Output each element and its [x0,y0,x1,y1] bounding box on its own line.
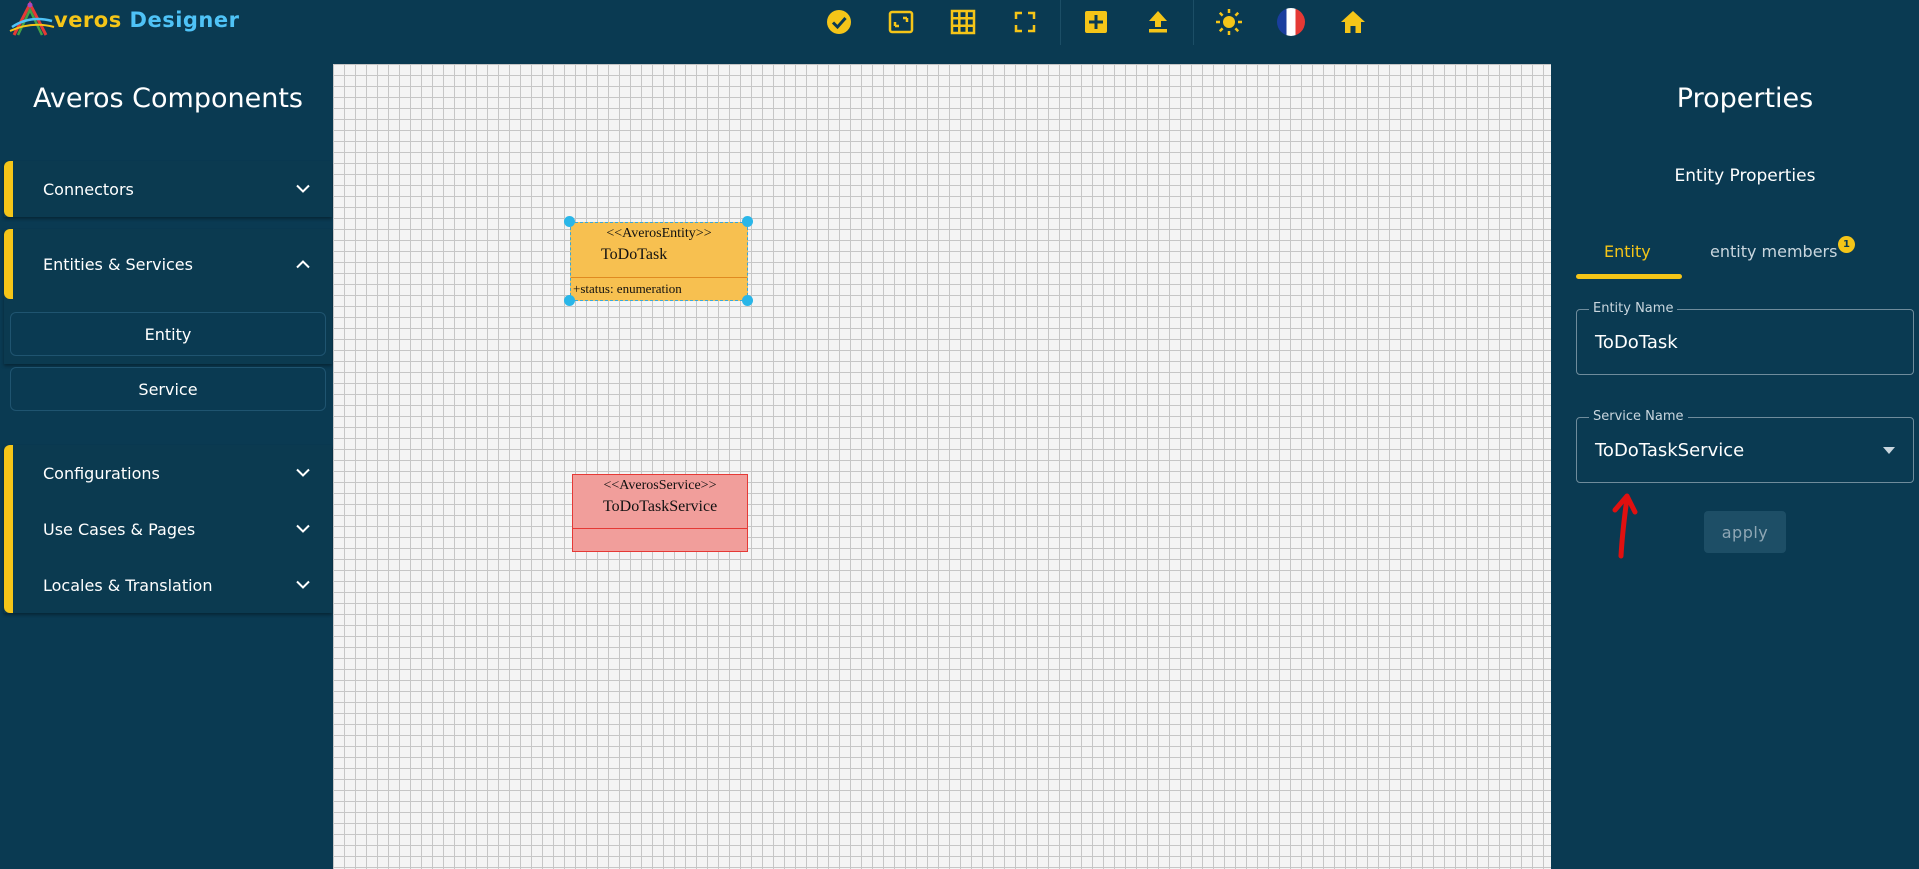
chevron-down-icon [296,468,310,477]
service-stereotype: <<AverosService>> [603,478,717,493]
entity-divider [571,277,747,278]
components-panel: Averos Components Connectors Entities & … [0,52,332,869]
entity-name-input[interactable]: ToDoTask [1595,332,1678,353]
home-button[interactable] [1332,4,1374,40]
section-header-configurations[interactable]: Configurations [4,445,332,501]
diagram-canvas[interactable]: <<AverosEntity>> ToDoTask +status: enume… [333,64,1551,869]
tab-entity[interactable]: Entity [1604,242,1651,261]
annotation-arrow-icon [1612,493,1638,559]
service-name-select[interactable]: Service Name ToDoTaskService [1576,409,1914,483]
entity-node-todotask[interactable]: <<AverosEntity>> ToDoTask +status: enume… [570,222,748,301]
resize-handle[interactable] [742,295,753,306]
section-label: Connectors [43,179,134,199]
section-header-use-cases-pages[interactable]: Use Cases & Pages [4,501,332,557]
section-label: Entities & Services [43,254,193,274]
app-title-part1: veros [54,8,122,32]
app-title: veros Designer [54,8,240,32]
section-accent-bar [4,445,13,613]
section-label: Locales & Translation [43,575,213,595]
section-label: Configurations [43,463,160,483]
dropdown-arrow-icon[interactable] [1883,447,1895,454]
app-logo[interactable]: veros Designer [8,0,240,40]
theme-toggle-button[interactable] [1208,4,1250,40]
entity-attribute[interactable]: +status: enumeration [573,281,682,296]
service-name: ToDoTaskService [603,498,718,515]
section-accent-bar [4,229,13,299]
section-header-entities-services[interactable]: Entities & Services [4,229,332,299]
component-entity[interactable]: Entity [10,312,326,356]
toolbar-divider [1060,0,1061,45]
fit-screen-button[interactable] [880,4,922,40]
chevron-down-icon [296,524,310,533]
components-panel-title: Averos Components [33,83,303,114]
main-toolbar [808,0,1384,45]
service-name-value[interactable]: ToDoTaskService [1595,440,1745,461]
tab-entity-members[interactable]: entity members [1710,242,1838,261]
section-connectors: Connectors [4,161,332,217]
component-service[interactable]: Service [10,367,326,411]
brightness-icon [1216,9,1242,35]
chevron-down-icon [296,580,310,589]
entity-name: ToDoTask [601,246,668,263]
grid-icon [950,9,976,35]
section-accent-bar [4,161,13,217]
add-box-icon [1085,11,1107,33]
entity-name-label: Entity Name [1589,301,1678,316]
properties-panel-title: Properties [1676,83,1814,114]
upload-icon [1149,11,1167,33]
service-name-label: Service Name [1589,409,1688,424]
service-node-todotaskservice[interactable]: <<AverosService>> ToDoTaskService [572,474,748,552]
entity-name-field[interactable]: Entity Name ToDoTask [1576,301,1914,375]
active-tab-indicator [1576,274,1682,279]
app-title-part2: Designer [129,8,240,32]
fit-screen-icon [888,10,914,34]
top-bar: veros Designer [0,0,1919,45]
fullscreen-button[interactable] [1004,4,1046,40]
averos-logo-icon [9,1,55,36]
entity-stereotype: <<AverosEntity>> [606,226,712,241]
fullscreen-icon [1014,11,1036,33]
properties-panel: Properties Entity Properties Entity enti… [1551,52,1919,869]
entity-members-badge: 1 [1838,236,1855,253]
section-entities-services: Entities & Services Entity Service [4,229,332,411]
resize-handle[interactable] [564,295,575,306]
french-flag-icon [1277,8,1305,36]
toggle-grid-button[interactable] [942,4,984,40]
apply-button[interactable]: apply [1704,511,1786,553]
add-element-button[interactable] [1075,4,1117,40]
check-circle-icon [827,10,851,34]
section-header-locales-translation[interactable]: Locales & Translation [4,557,332,613]
section-group-bottom: Configurations Use Cases & Pages Locales… [4,445,332,613]
chevron-up-icon [296,260,310,269]
upload-button[interactable] [1137,4,1179,40]
language-button[interactable] [1270,4,1312,40]
toolbar-divider [1193,0,1194,45]
resize-handle[interactable] [564,216,575,227]
section-label: Use Cases & Pages [43,519,196,539]
validate-button[interactable] [818,4,860,40]
properties-subtitle: Entity Properties [1674,166,1816,186]
chevron-down-icon [296,184,310,193]
section-header-connectors[interactable]: Connectors [4,161,332,217]
resize-handle[interactable] [742,216,753,227]
service-divider [573,528,747,529]
home-icon [1341,11,1365,33]
